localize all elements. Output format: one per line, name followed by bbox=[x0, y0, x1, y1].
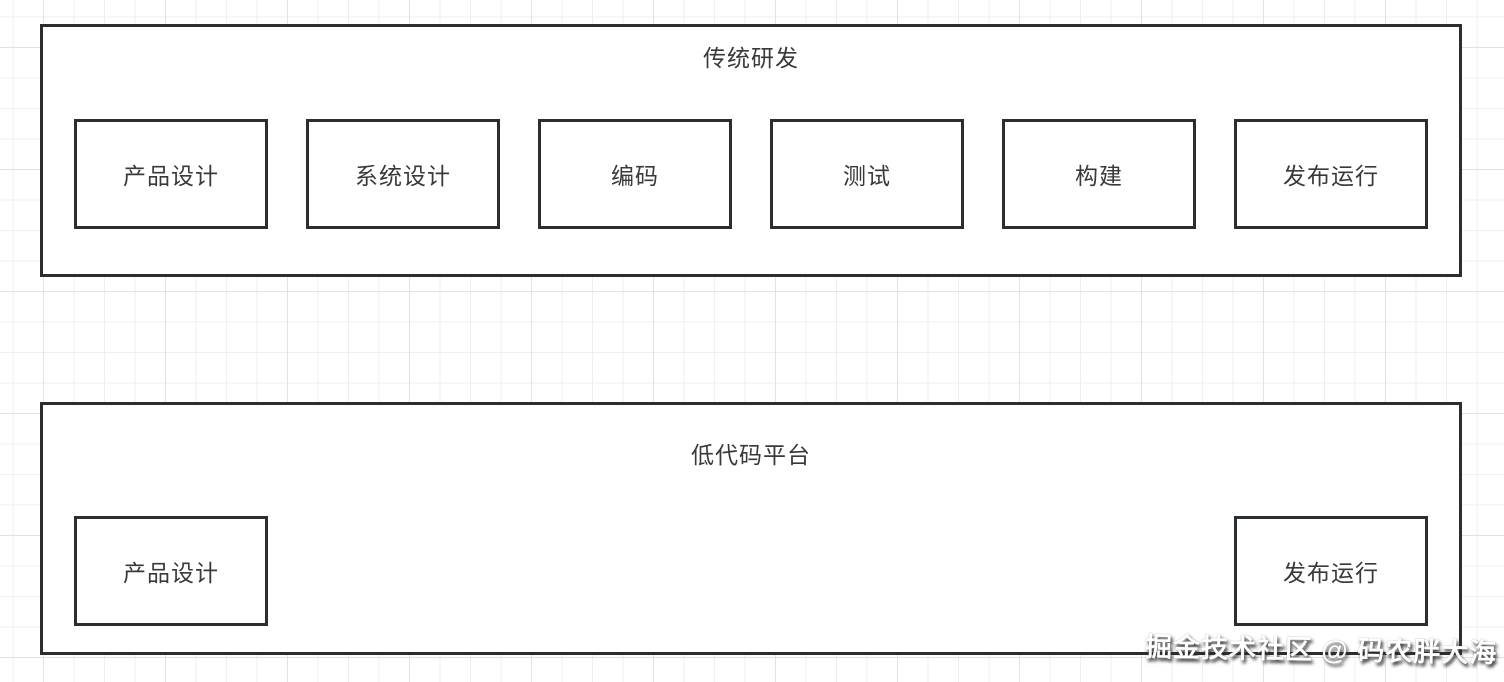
stage-box-release-run: 发布运行 bbox=[1234, 119, 1428, 229]
stage-box-build: 构建 bbox=[1002, 119, 1196, 229]
traditional-dev-stage-row: 产品设计 系统设计 编码 测试 构建 发布运行 bbox=[43, 119, 1459, 229]
stage-box-testing: 测试 bbox=[770, 119, 964, 229]
traditional-dev-panel: 传统研发 产品设计 系统设计 编码 测试 构建 发布运行 bbox=[40, 24, 1462, 277]
stage-box-product-design-lowcode: 产品设计 bbox=[74, 516, 268, 626]
stage-box-product-design: 产品设计 bbox=[74, 119, 268, 229]
low-code-stage-row: 产品设计 发布运行 bbox=[43, 516, 1459, 626]
traditional-dev-title: 传统研发 bbox=[703, 45, 799, 71]
low-code-platform-panel: 低代码平台 产品设计 发布运行 bbox=[40, 402, 1462, 655]
low-code-platform-title: 低代码平台 bbox=[691, 442, 811, 468]
stage-box-coding: 编码 bbox=[538, 119, 732, 229]
watermark: 掘金技术社区 @ 码农胖大海 bbox=[1144, 631, 1498, 669]
stage-box-system-design: 系统设计 bbox=[306, 119, 500, 229]
stage-box-release-run-lowcode: 发布运行 bbox=[1234, 516, 1428, 626]
